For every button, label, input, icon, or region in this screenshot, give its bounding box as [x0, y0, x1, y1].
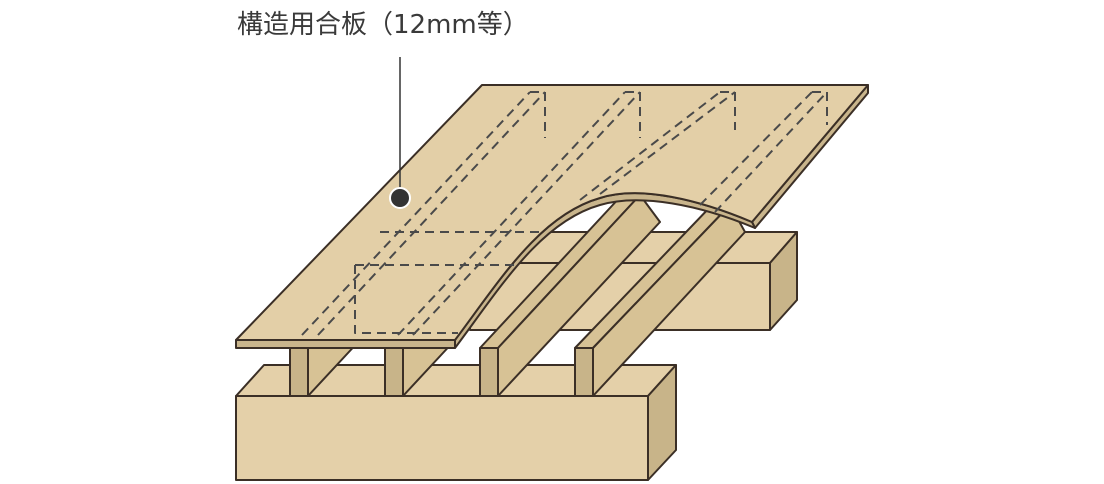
structural-plywood — [235, 84, 869, 349]
joist — [479, 194, 661, 397]
plywood-callout-label: 構造用合板（12mm等） — [237, 10, 529, 40]
callout-marker-dot — [389, 187, 411, 209]
hidden-joist-lines — [301, 91, 828, 336]
front-sill-beam — [235, 364, 677, 481]
